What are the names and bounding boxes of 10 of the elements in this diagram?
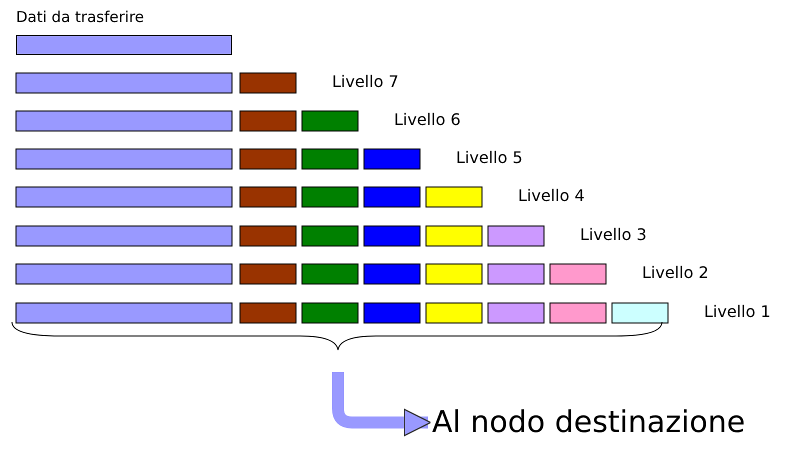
destination-text: Al nodo destinazione [432,405,746,440]
level-label: Livello 4 [518,186,585,205]
level-label: Livello 5 [456,148,523,167]
level-label: Livello 7 [332,72,399,91]
data-heading: Dati da trasferire [16,8,144,26]
level-label: Livello 3 [580,225,647,244]
level-label: Livello 6 [394,110,461,129]
level-label: Livello 1 [704,302,771,321]
bent-arrow [332,372,432,436]
level-label: Livello 2 [642,263,709,282]
